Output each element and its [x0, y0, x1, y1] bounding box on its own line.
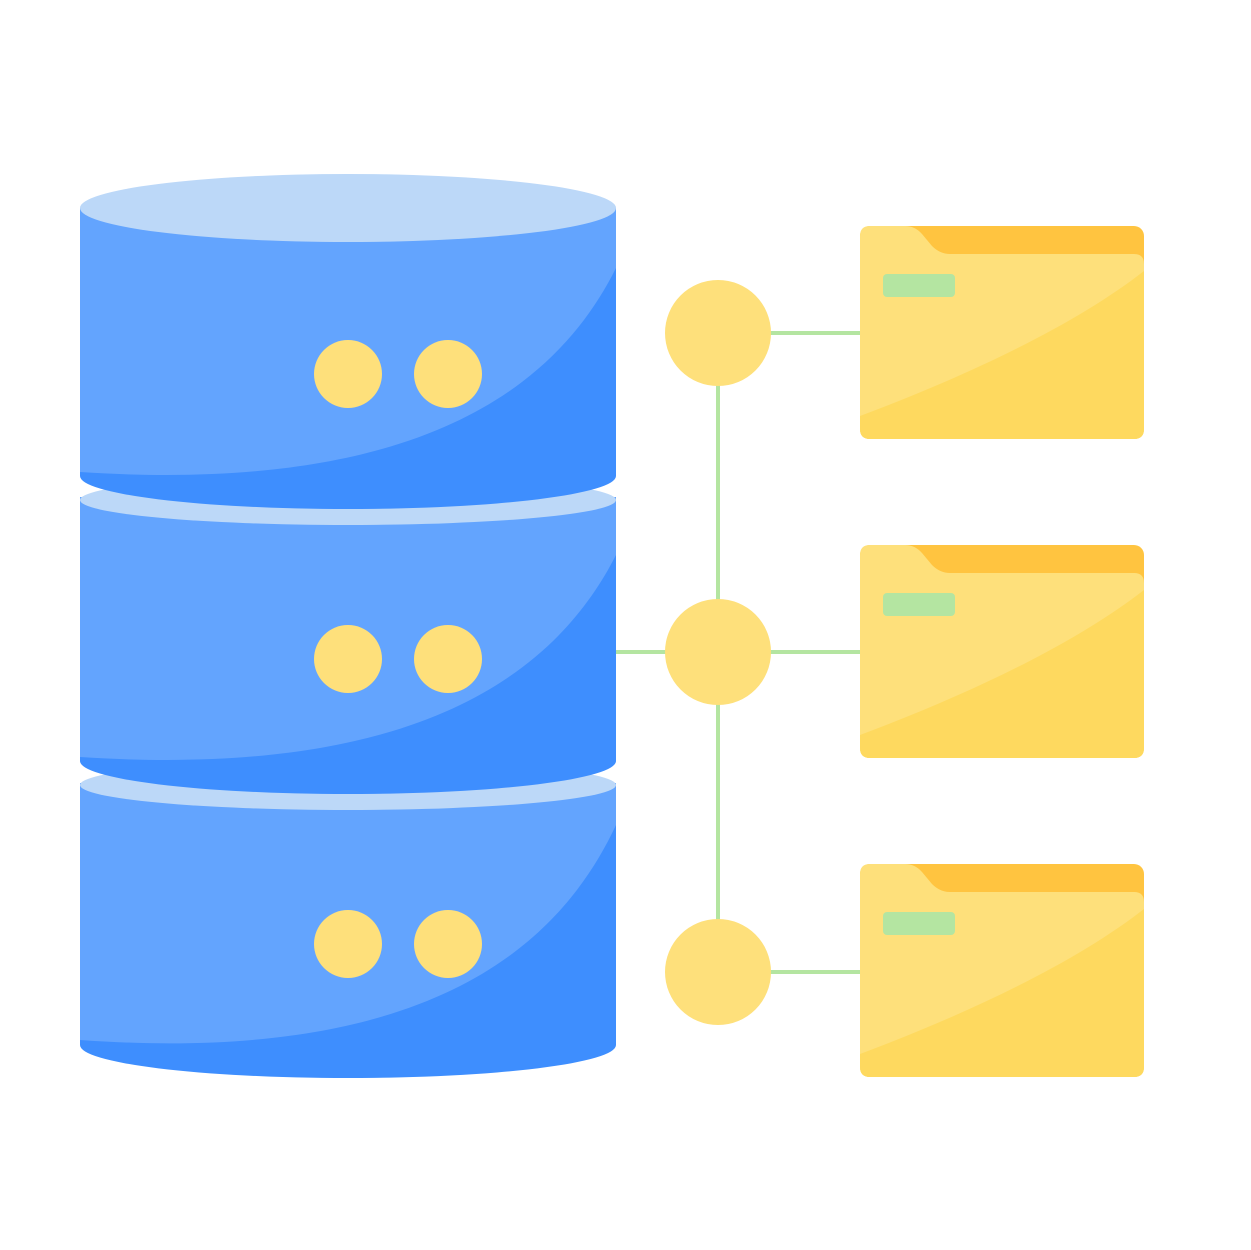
folder-label — [883, 274, 955, 297]
folder-label — [883, 593, 955, 616]
network-node-icon — [665, 919, 771, 1025]
status-light-icon — [314, 910, 382, 978]
database-tier-2-shade — [80, 555, 616, 794]
status-light-icon — [414, 625, 482, 693]
database-icon — [80, 174, 616, 1078]
database-top-cap — [80, 174, 616, 242]
folder-shade — [860, 909, 1144, 1077]
folder-shade — [860, 590, 1144, 758]
database-tier-3 — [80, 760, 616, 1078]
database-tier-1 — [80, 174, 616, 509]
network-node-icon — [665, 280, 771, 386]
database-tier-2 — [80, 475, 616, 794]
folder-icon — [860, 545, 1144, 758]
folder-label — [883, 912, 955, 935]
network-node-icon — [665, 599, 771, 705]
folder-icon — [860, 226, 1144, 439]
network-nodes — [665, 280, 771, 1025]
status-light-icon — [414, 340, 482, 408]
database-tier-1-shade — [80, 268, 616, 509]
status-light-icon — [414, 910, 482, 978]
folder-icon — [860, 864, 1144, 1077]
status-light-icon — [314, 340, 382, 408]
folder-shade — [860, 271, 1144, 439]
database-tier-3-shade — [80, 825, 616, 1078]
status-light-icon — [314, 625, 382, 693]
